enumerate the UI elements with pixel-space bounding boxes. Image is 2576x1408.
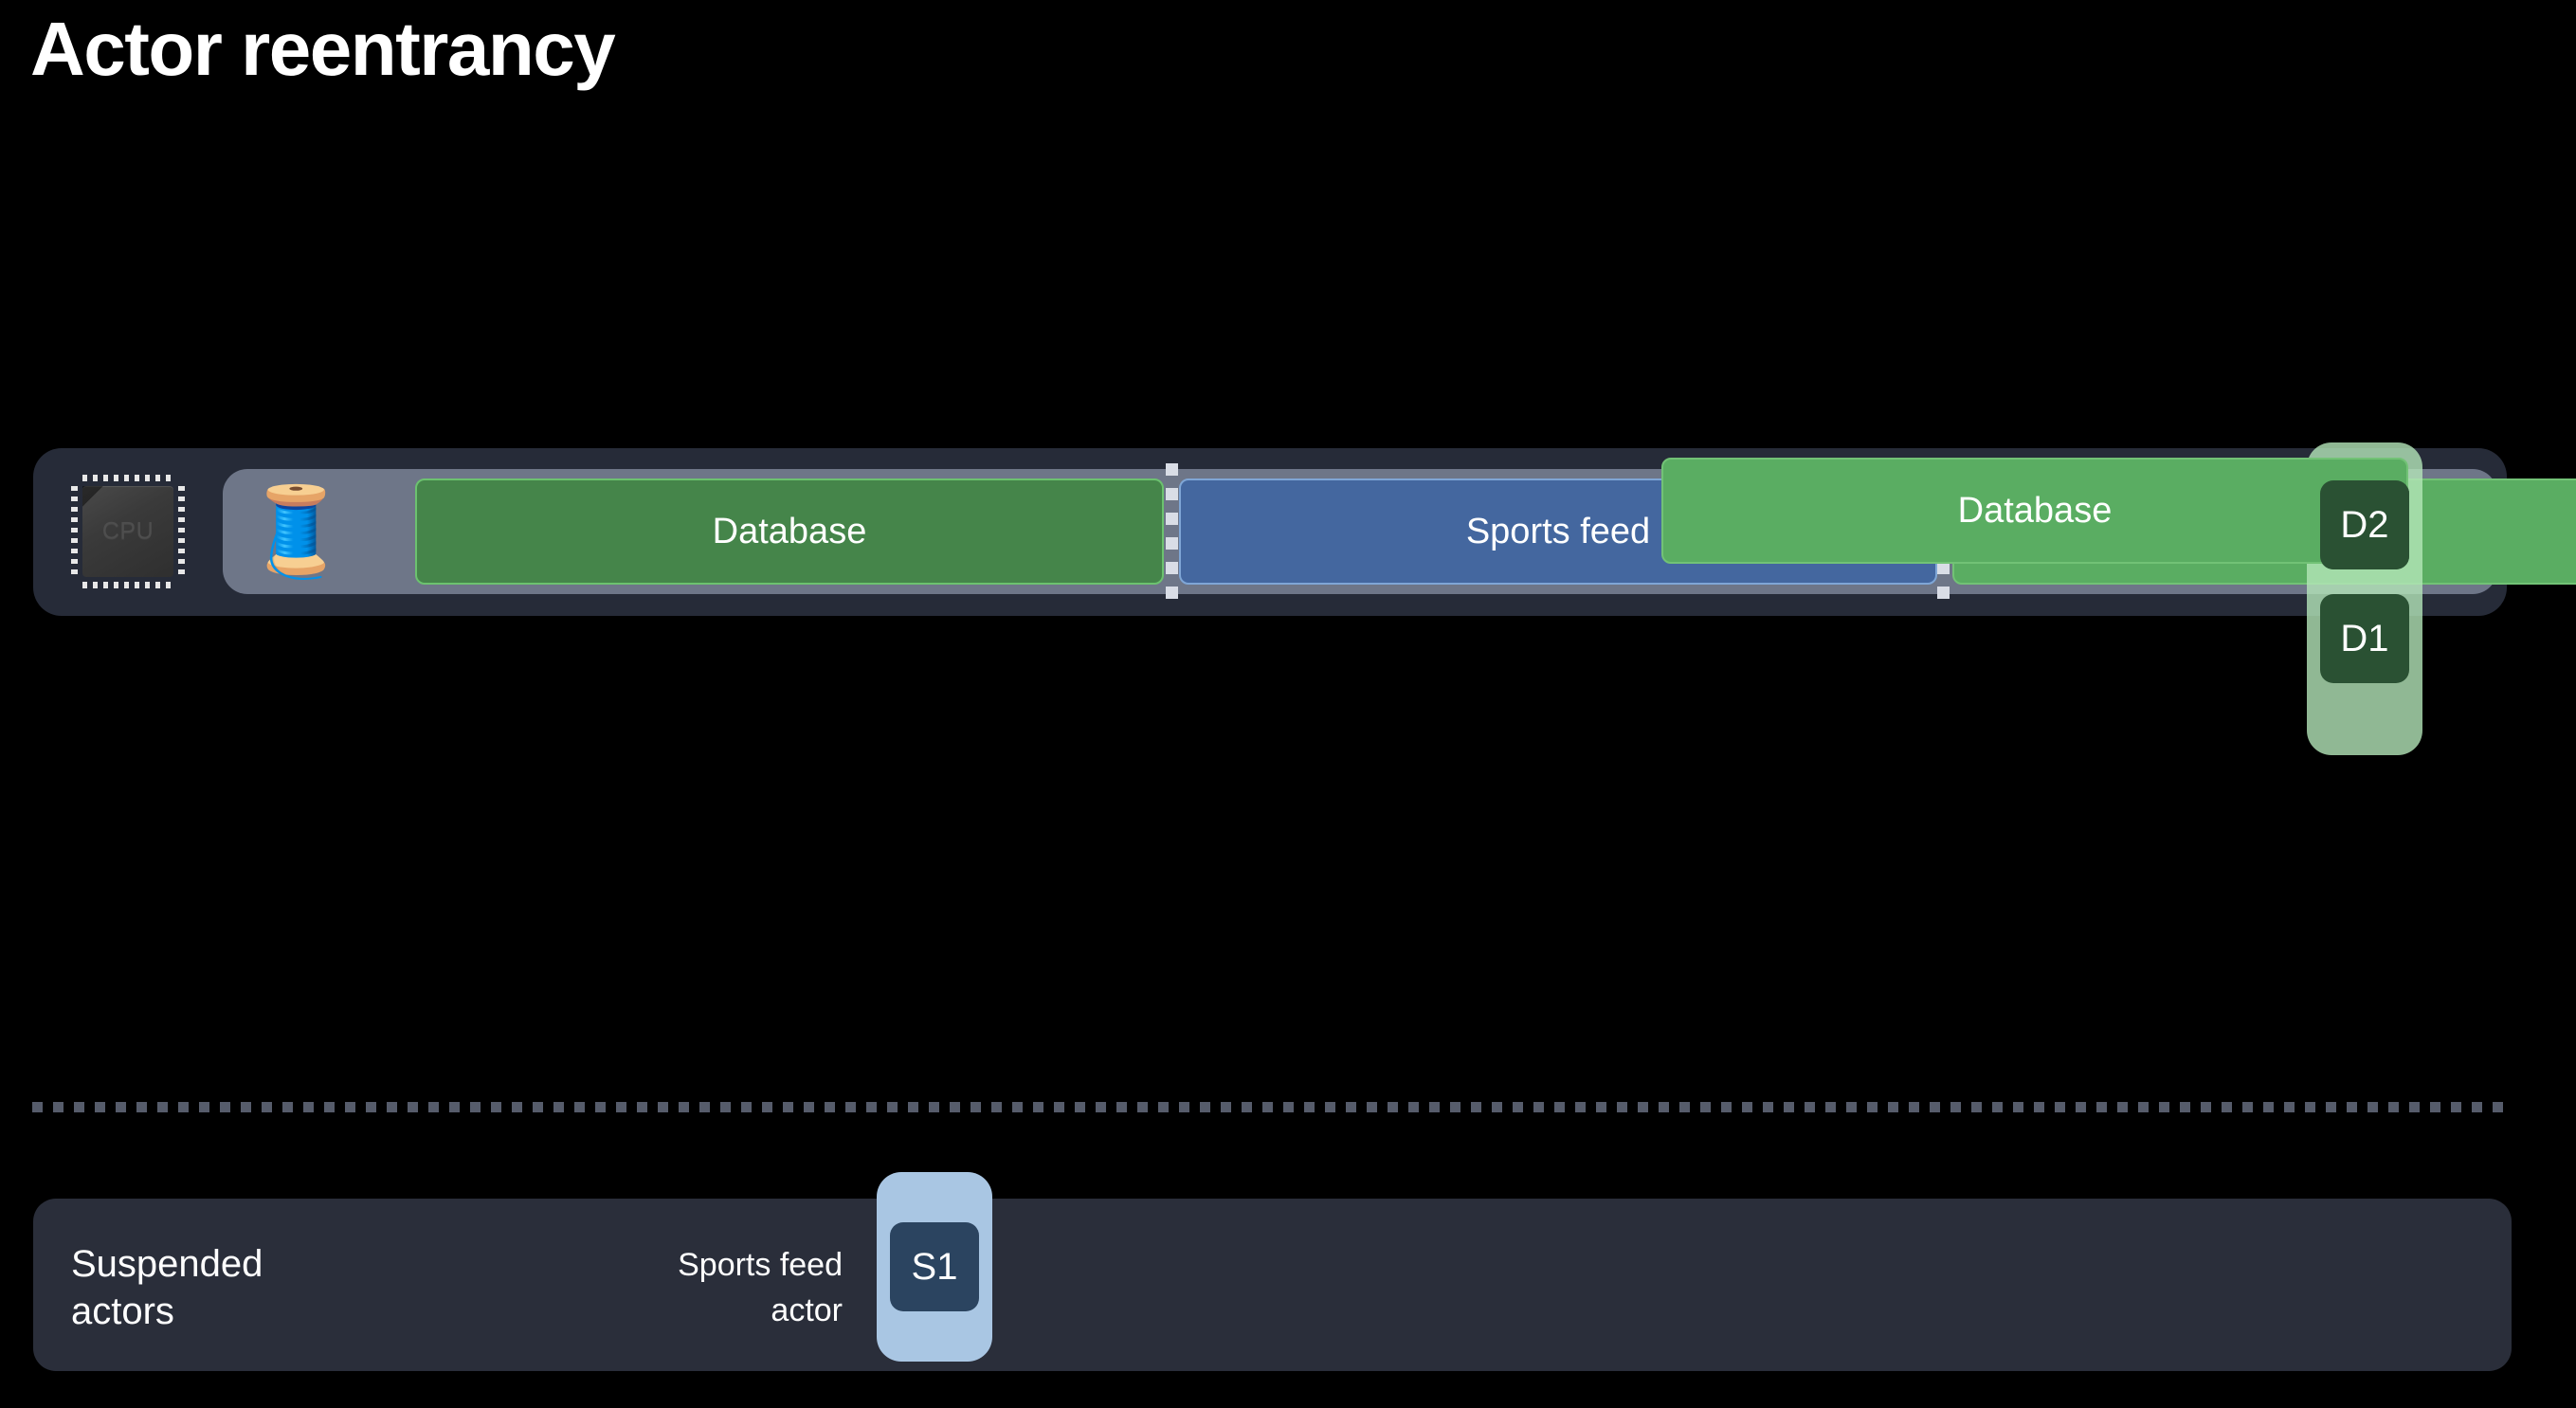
- cpu-pins-right: [178, 486, 185, 577]
- suspended-actors-heading: Suspended actors: [71, 1243, 263, 1332]
- queue-badge-s1[interactable]: S1: [890, 1222, 979, 1311]
- timeline-separator-1: [1166, 463, 1178, 604]
- cpu-chip-icon: CPU: [65, 469, 190, 594]
- cpu-pins-top: [82, 475, 173, 481]
- thread-spool-icon: 🧵: [242, 483, 351, 580]
- cpu-pins-left: [71, 486, 78, 577]
- sports-feed-actor-label: Sports feed actor: [678, 1247, 843, 1328]
- queue-badge-d1[interactable]: D1: [2320, 594, 2409, 683]
- task-block-database-1[interactable]: Database: [415, 478, 1164, 585]
- suspended-actors-panel: Suspended actors Sports feed actor S1: [33, 1172, 2512, 1371]
- task-block-database-2[interactable]: Database: [1661, 458, 2408, 564]
- page-title: Actor reentrancy: [30, 7, 616, 91]
- section-divider: [32, 1102, 2512, 1112]
- cpu-label: CPU: [101, 517, 154, 545]
- cpu-pins-bottom: [82, 582, 173, 588]
- sports-feed-actor-queue: S1: [877, 1172, 992, 1362]
- queue-badge-d2-front[interactable]: D2: [2320, 480, 2409, 569]
- cpu-chip-body: CPU: [82, 486, 173, 577]
